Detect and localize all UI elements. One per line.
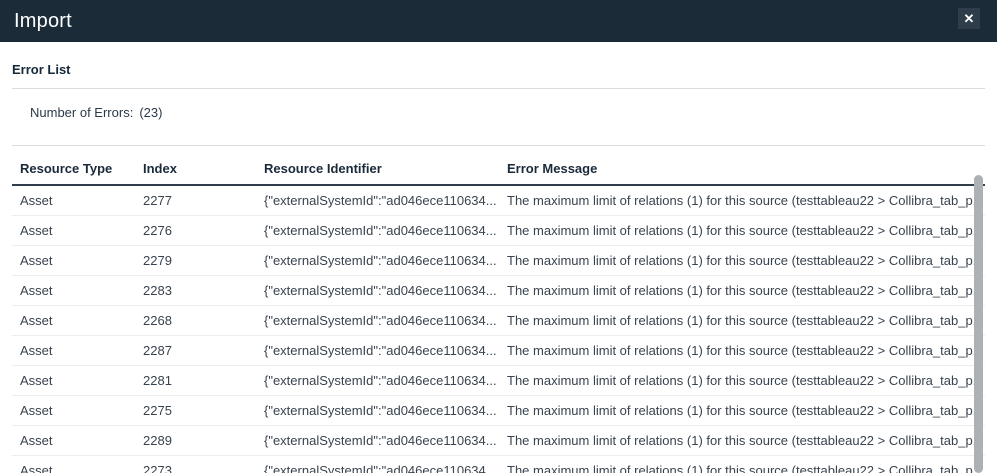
column-header-error-message: Error Message [507,161,598,176]
cell-error-message: The maximum limit of relations (1) for t… [507,283,984,298]
table-row: Asset 2268 {"externalSystemId":"ad046ece… [12,306,985,336]
table-body: Asset 2277 {"externalSystemId":"ad046ece… [12,186,985,473]
divider-under-count [12,145,985,146]
cell-index: 2273 [143,463,172,473]
table-row: Asset 2283 {"externalSystemId":"ad046ece… [12,276,985,306]
vertical-scrollbar-thumb[interactable] [974,175,983,473]
error-count-row: Number of Errors: (23) [12,89,985,134]
cell-resource-identifier: {"externalSystemId":"ad046ece110634... [264,193,497,208]
error-table: Resource Type Index Resource Identifier … [12,153,985,473]
cell-error-message: The maximum limit of relations (1) for t… [507,403,984,418]
cell-index: 2276 [143,223,172,238]
cell-index: 2281 [143,373,172,388]
cell-resource-type: Asset [20,343,53,358]
column-header-index: Index [143,161,177,176]
cell-resource-identifier: {"externalSystemId":"ad046ece110634... [264,253,497,268]
column-header-resource-identifier: Resource Identifier [264,161,382,176]
table-row: Asset 2273 {"externalSystemId":"ad046ece… [12,456,985,473]
cell-index: 2268 [143,313,172,328]
cell-resource-type: Asset [20,193,53,208]
divider-under-heading [12,88,985,89]
table-row: Asset 2281 {"externalSystemId":"ad046ece… [12,366,985,396]
cell-error-message: The maximum limit of relations (1) for t… [507,313,984,328]
cell-error-message: The maximum limit of relations (1) for t… [507,433,984,448]
table-row: Asset 2289 {"externalSystemId":"ad046ece… [12,426,985,456]
cell-index: 2277 [143,193,172,208]
column-header-resource-type: Resource Type [20,161,113,176]
table-header-row: Resource Type Index Resource Identifier … [12,153,985,186]
table-row: Asset 2287 {"externalSystemId":"ad046ece… [12,336,985,366]
table-row: Asset 2276 {"externalSystemId":"ad046ece… [12,216,985,246]
cell-resource-type: Asset [20,313,53,328]
cell-error-message: The maximum limit of relations (1) for t… [507,223,984,238]
cell-index: 2287 [143,343,172,358]
cell-error-message: The maximum limit of relations (1) for t… [507,343,984,358]
close-icon: ✕ [963,11,975,26]
cell-resource-type: Asset [20,463,53,473]
cell-error-message: The maximum limit of relations (1) for t… [507,193,984,208]
cell-index: 2275 [143,403,172,418]
close-button[interactable]: ✕ [958,8,980,29]
cell-index: 2279 [143,253,172,268]
cell-resource-identifier: {"externalSystemId":"ad046ece110634... [264,433,497,448]
cell-resource-type: Asset [20,223,53,238]
cell-resource-type: Asset [20,403,53,418]
table-row: Asset 2277 {"externalSystemId":"ad046ece… [12,186,985,216]
cell-resource-identifier: {"externalSystemId":"ad046ece110634... [264,223,497,238]
cell-resource-identifier: {"externalSystemId":"ad046ece110634... [264,283,497,298]
cell-resource-identifier: {"externalSystemId":"ad046ece110634... [264,343,497,358]
cell-resource-type: Asset [20,433,53,448]
error-list-heading: Error List [12,62,71,77]
cell-resource-identifier: {"externalSystemId":"ad046ece110634... [264,403,497,418]
cell-index: 2283 [143,283,172,298]
cell-error-message: The maximum limit of relations (1) for t… [507,373,984,388]
modal-content: Error List Number of Errors: (23) Resourc… [0,42,997,473]
cell-index: 2289 [143,433,172,448]
cell-resource-type: Asset [20,283,53,298]
cell-error-message: The maximum limit of relations (1) for t… [507,463,984,473]
cell-resource-identifier: {"externalSystemId":"ad046ece110634... [264,313,497,328]
cell-resource-type: Asset [20,253,53,268]
cell-resource-identifier: {"externalSystemId":"ad046ece110634... [264,463,497,473]
cell-resource-type: Asset [20,373,53,388]
error-count-value: (23) [139,105,163,120]
error-count-label: Number of Errors: [30,105,134,120]
modal-title: Import [14,9,72,32]
table-row: Asset 2279 {"externalSystemId":"ad046ece… [12,246,985,276]
modal-header: Import ✕ [0,0,997,42]
cell-error-message: The maximum limit of relations (1) for t… [507,253,984,268]
cell-resource-identifier: {"externalSystemId":"ad046ece110634... [264,373,497,388]
table-row: Asset 2275 {"externalSystemId":"ad046ece… [12,396,985,426]
